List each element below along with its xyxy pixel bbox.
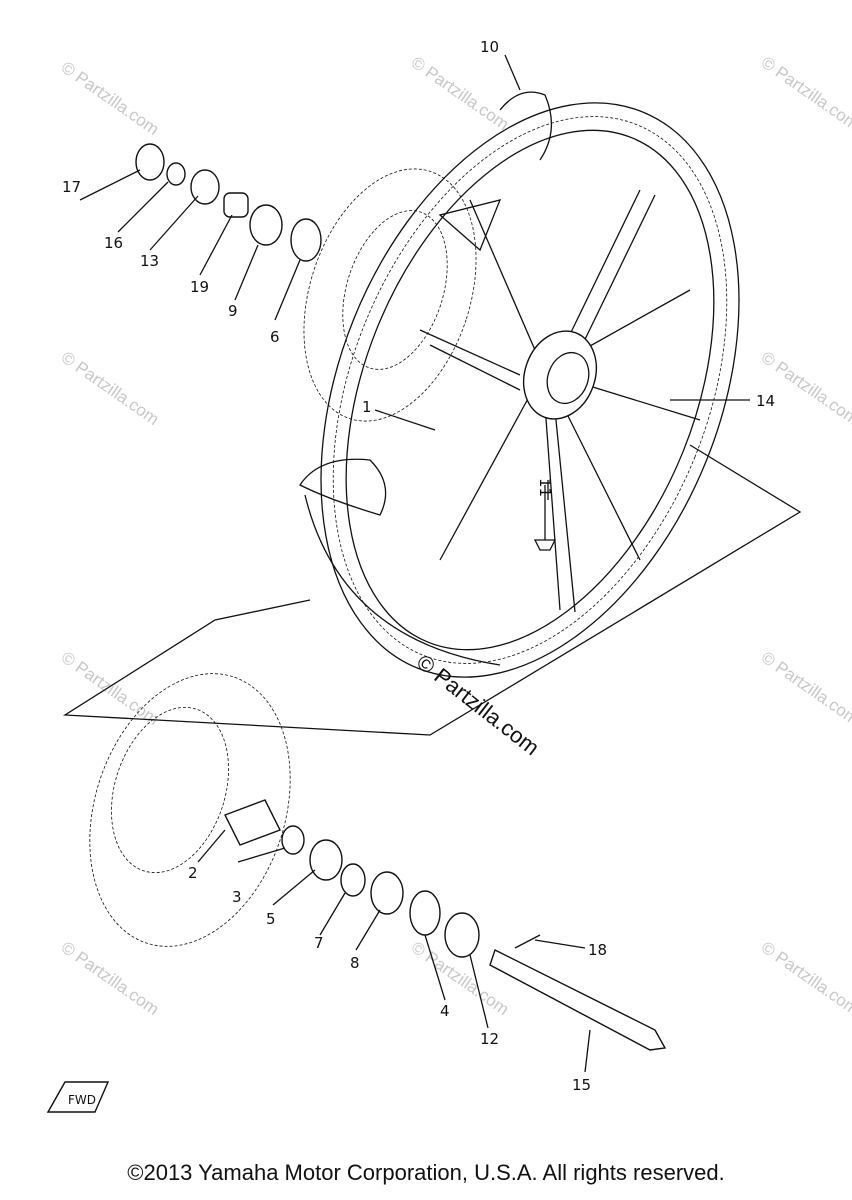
watermark: © Partzilla.com: [58, 648, 163, 729]
watermark: © Partzilla.com: [58, 58, 163, 139]
lower-parts: [224, 799, 667, 1051]
watermark: © Partzilla.com: [758, 348, 852, 429]
callout-4: 4: [440, 1002, 450, 1020]
watermark: © Partzilla.com: [758, 53, 852, 134]
callout-11: 11: [536, 478, 554, 497]
forward-direction-indicator: FWD: [46, 1081, 110, 1113]
callout-labels: 1 2 3 4 5 6 7 8 9 10 11 12 13 14 15 16 1…: [62, 38, 775, 1094]
callout-6: 6: [270, 328, 280, 346]
callout-3: 3: [232, 888, 242, 906]
callout-12: 12: [480, 1030, 499, 1048]
watermark: © Partzilla.com: [408, 53, 513, 134]
upper-parts: [135, 143, 322, 262]
callout-5: 5: [266, 910, 276, 928]
watermark: © Partzilla.com: [58, 348, 163, 429]
callout-10: 10: [480, 38, 499, 56]
callout-16: 16: [104, 234, 123, 252]
callout-9: 9: [228, 302, 238, 320]
watermark-group: © Partzilla.com © Partzilla.com © Partzi…: [58, 53, 852, 1019]
callout-13: 13: [140, 252, 159, 270]
fwd-label: FWD: [68, 1093, 96, 1107]
callout-2: 2: [188, 864, 198, 882]
watermark: © Partzilla.com: [58, 938, 163, 1019]
callout-19: 19: [190, 278, 209, 296]
callout-8: 8: [350, 954, 360, 972]
watermark: © Partzilla.com: [758, 648, 852, 729]
callout-14: 14: [756, 392, 775, 410]
callout-18: 18: [588, 941, 607, 959]
parts-diagram: © Partzilla.com © Partzilla.com © Partzi…: [46, 38, 852, 1113]
watermark: © Partzilla.com: [758, 938, 852, 1019]
callout-17: 17: [62, 178, 81, 196]
copyright-notice: ©2013 Yamaha Motor Corporation, U.S.A. A…: [127, 1160, 725, 1185]
upper-brake-disc: [303, 168, 477, 422]
callout-15: 15: [572, 1076, 591, 1094]
callout-1: 1: [362, 398, 372, 416]
center-watermark: © Partzilla.com: [412, 649, 544, 760]
leader-lines: [79, 54, 750, 1073]
callout-7: 7: [314, 934, 324, 952]
front-wheel: [299, 91, 740, 678]
assembly-plane: [62, 444, 802, 736]
lower-brake-disc: [89, 673, 291, 947]
